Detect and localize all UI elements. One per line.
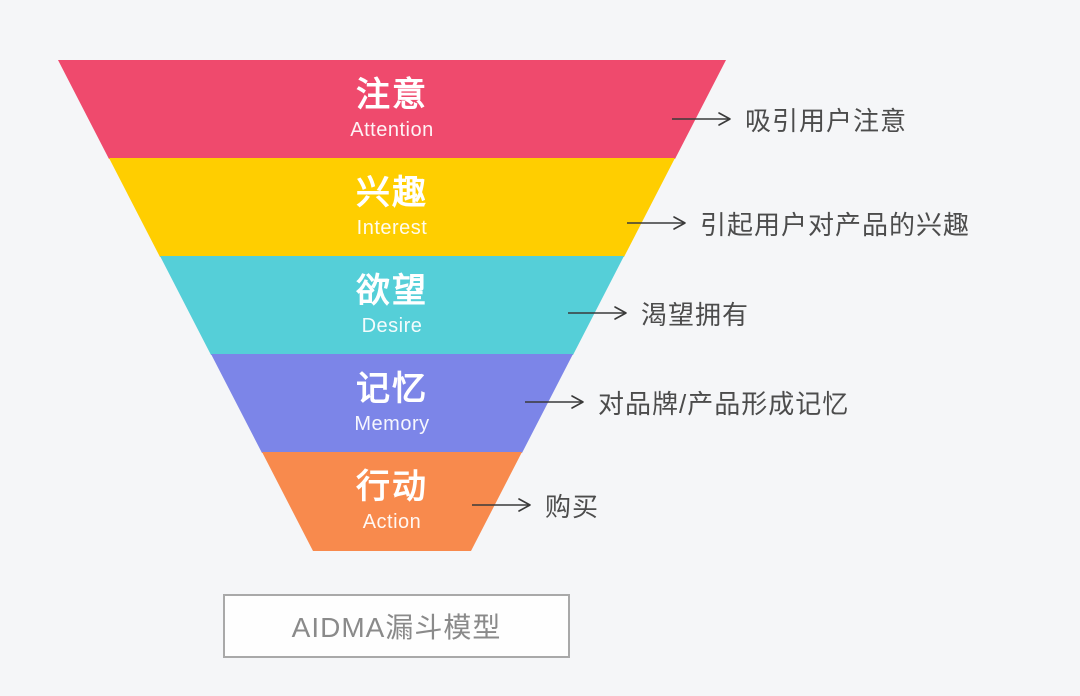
annotation-attention: 吸引用户注意 [672, 99, 907, 139]
stage-subtitle: Interest [356, 217, 428, 240]
funnel-stage-attention: 注意 Attention [58, 60, 726, 159]
arrow-right-icon [627, 216, 686, 230]
funnel-stage-interest: 兴趣 Interest [109, 158, 675, 257]
annotation-interest: 引起用户对产品的兴趣 [627, 203, 970, 243]
caption-label: AIDMA漏斗模型 [291, 612, 502, 643]
annotation-desire: 渴望拥有 [568, 293, 749, 333]
funnel: 注意 Attention 兴趣 Interest 欲望 Desire 记忆 Me… [58, 60, 726, 551]
arrow-right-icon [525, 395, 584, 409]
arrow-right-icon [568, 306, 627, 320]
stage-title: 兴趣 [356, 173, 428, 212]
stage-subtitle: Memory [354, 413, 430, 436]
annotation-action: 购买 [472, 485, 599, 525]
annotation-memory: 对品牌/产品形成记忆 [525, 382, 849, 422]
annotation-label: 引起用户对产品的兴趣 [700, 209, 971, 240]
arrow-right-icon [672, 112, 731, 126]
stage-title: 欲望 [356, 271, 428, 310]
stage-title: 记忆 [356, 369, 428, 408]
arrow-right-icon [472, 498, 531, 512]
funnel-stage-action: 行动 Action [262, 452, 522, 551]
annotation-label: 购买 [545, 491, 600, 522]
stage-subtitle: Action [362, 511, 422, 534]
annotation-label: 对品牌/产品形成记忆 [598, 388, 850, 419]
stage-title: 行动 [356, 467, 428, 506]
annotation-label: 吸引用户注意 [745, 105, 908, 136]
annotation-label: 渴望拥有 [641, 299, 750, 330]
caption-box: AIDMA漏斗模型 [223, 594, 570, 658]
funnel-stage-desire: 欲望 Desire [160, 256, 624, 355]
stage-title: 注意 [356, 75, 428, 114]
stage-subtitle: Desire [361, 315, 423, 338]
stage-subtitle: Attention [350, 119, 434, 142]
funnel-stage-memory: 记忆 Memory [211, 354, 573, 453]
